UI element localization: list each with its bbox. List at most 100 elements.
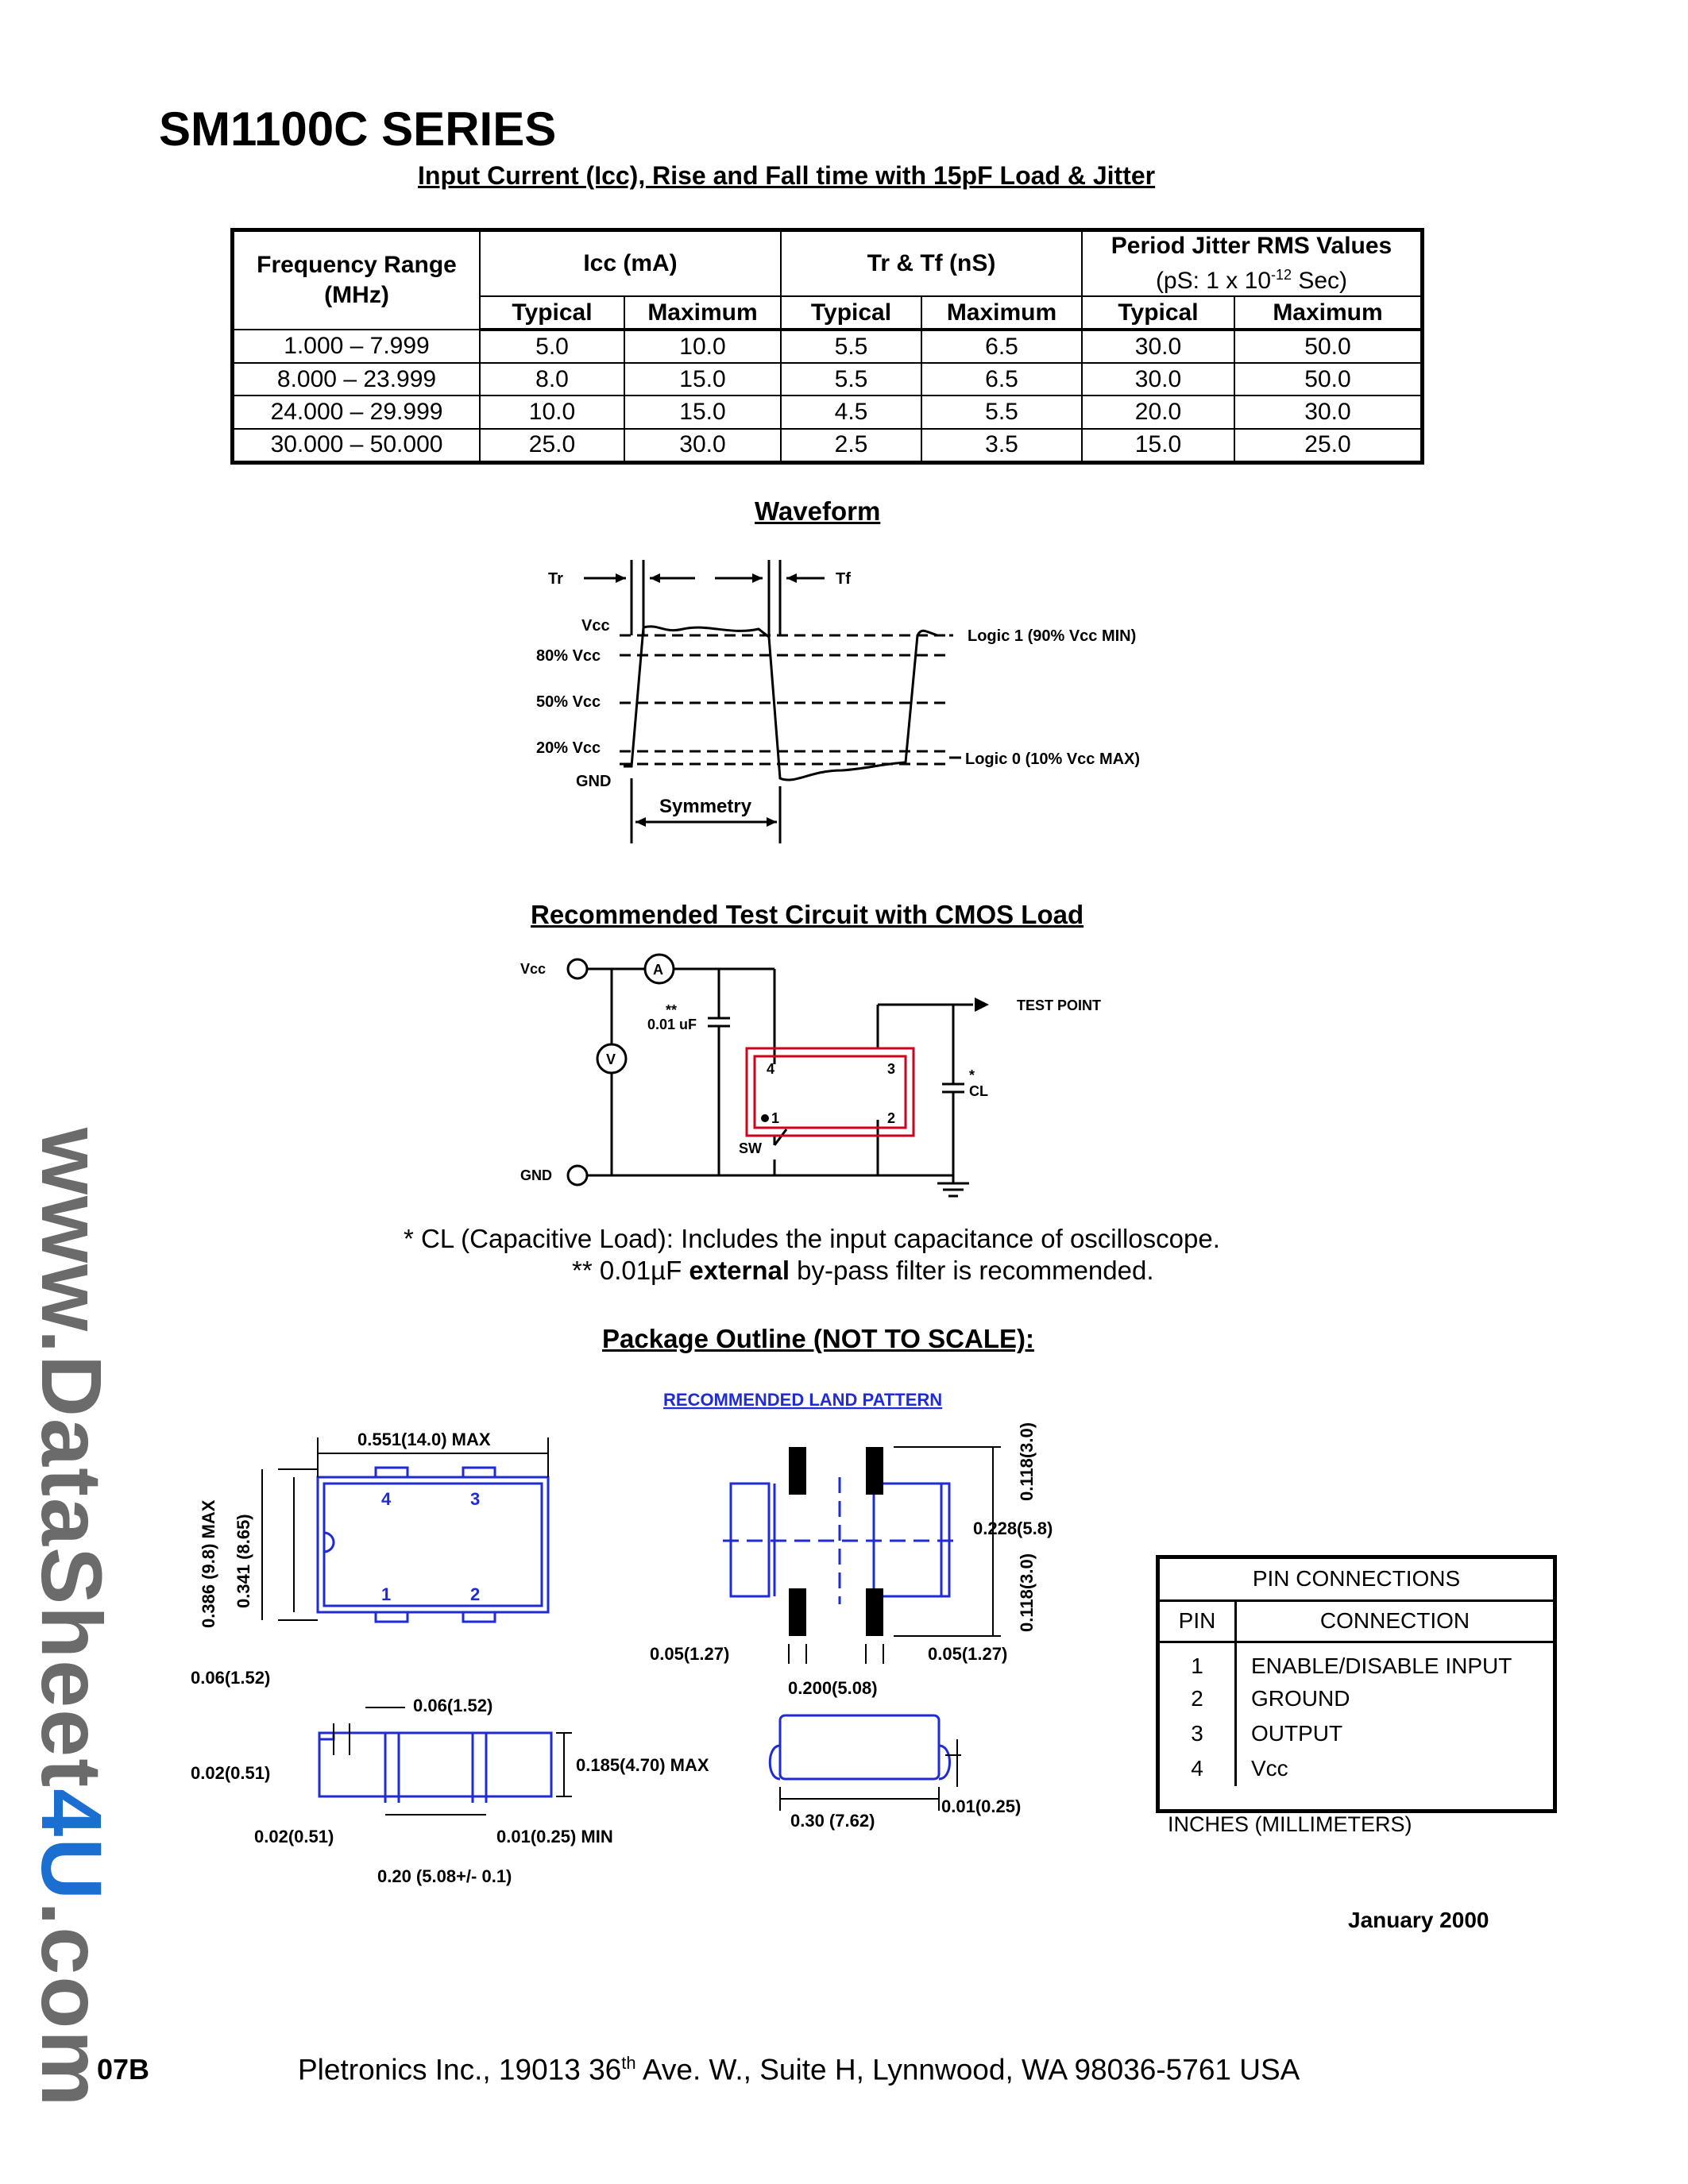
logic0-label: Logic 0 (10% Vcc MAX) — [965, 751, 1140, 768]
col-trtf-maximum: Maximum — [921, 295, 1083, 331]
dim-width: 0.341 (8.65) — [234, 1514, 253, 1608]
cell-icc-typical: 25.0 — [479, 427, 625, 464]
cell-trtf-typical: 5.5 — [780, 328, 922, 365]
dim-pad-left: 0.06(1.52) — [191, 1668, 270, 1688]
watermark: www.DataSheet4U.com — [24, 1128, 120, 2108]
page-title: SM1100C SERIES — [159, 102, 557, 156]
cell-icc-typical: 10.0 — [479, 395, 625, 430]
pin-number: 3 — [1160, 1716, 1237, 1751]
pin-connection: ENABLE/DISABLE INPUT — [1251, 1653, 1512, 1679]
cell-icc-max: 30.0 — [624, 427, 782, 464]
col-icc-typical: Typical — [479, 295, 625, 331]
date: January 2000 — [1348, 1908, 1489, 1932]
cell-trtf-max: 6.5 — [921, 328, 1083, 365]
ic-pin1: 1 — [771, 1110, 779, 1126]
cap-mark: ** — [666, 1002, 677, 1018]
circuit-title: Recommended Test Circuit with CMOS Load — [531, 900, 1084, 929]
pin-connection: OUTPUT — [1251, 1721, 1343, 1746]
col-frequency-range: Frequency Range(MHz) — [231, 229, 481, 330]
pin-number: 4 — [1160, 1751, 1237, 1786]
cell-jitter-typical: 30.0 — [1081, 328, 1235, 365]
cap-label: 0.01 uF — [647, 1017, 697, 1032]
note-bypass-filter: ** 0.01µF external by-pass filter is rec… — [572, 1256, 1154, 1285]
switch-label: SW — [739, 1140, 762, 1156]
cell-jitter-typical: 15.0 — [1081, 427, 1235, 464]
col-trtf-typical: Typical — [780, 295, 922, 331]
cell-frequency: 30.000 – 50.000 — [231, 427, 481, 464]
package-title: Package Outline (NOT TO SCALE): — [602, 1324, 1034, 1353]
cell-frequency: 8.000 – 23.999 — [231, 362, 481, 397]
gnd-label: GND — [576, 773, 611, 790]
logic1-label: Logic 1 (90% Vcc MIN) — [968, 627, 1136, 645]
cell-jitter-max: 50.0 — [1234, 328, 1423, 365]
cell-icc-typical: 5.0 — [479, 328, 625, 365]
table-row: 4 Vcc — [1160, 1751, 1553, 1786]
tr-label: Tr — [548, 570, 563, 588]
v20-label: 20% Vcc — [536, 739, 601, 757]
table-row: 30.000 – 50.000 25.0 30.0 2.5 3.5 15.0 2… — [231, 427, 1423, 464]
voltmeter-label: V — [606, 1051, 616, 1067]
note-capacitive-load: * CL (Capacitive Load): Includes the inp… — [404, 1224, 1220, 1253]
pin-connections-title: PIN CONNECTIONS — [1160, 1559, 1553, 1602]
v80-label: 80% Vcc — [536, 647, 601, 665]
col-icc-maximum: Maximum — [624, 295, 782, 331]
units-note: INCHES (MILLIMETERS) — [1168, 1812, 1412, 1836]
table-row: 24.000 – 29.999 10.0 15.0 4.5 5.5 20.0 3… — [231, 395, 1423, 430]
ic-pin4: 4 — [767, 1061, 774, 1077]
table-row: 2 GROUND — [1160, 1681, 1553, 1716]
document-code: 07B — [97, 2053, 150, 2086]
footer-address: Pletronics Inc., 19013 36th Ave. W., Sui… — [298, 2053, 1300, 2086]
circuit-vcc-label: Vcc — [520, 961, 546, 977]
land-pitch: 0.200(5.08) — [788, 1678, 878, 1698]
dim-lead: 0.02(0.51) — [191, 1763, 270, 1783]
cell-trtf-max: 3.5 — [921, 427, 1083, 464]
v50-label: 50% Vcc — [536, 693, 601, 711]
cell-icc-max: 15.0 — [624, 395, 782, 430]
table-row: 3 OUTPUT — [1160, 1716, 1553, 1751]
land-span: 0.228(5.8) — [973, 1518, 1053, 1538]
land-pad-height-top: 0.118(3.0) — [1017, 1422, 1037, 1501]
pin-connections-table: PIN CONNECTIONS PIN CONNECTION 1 ENABLE/… — [1156, 1555, 1557, 1813]
pin-connection: GROUND — [1251, 1686, 1350, 1711]
icc-table-title: Input Current (Icc), Rise and Fall time … — [418, 161, 1156, 190]
cell-trtf-typical: 4.5 — [780, 395, 922, 430]
land-pattern-title: RECOMMENDED LAND PATTERN — [663, 1390, 942, 1410]
side-width: 0.30 (7.62) — [790, 1811, 875, 1831]
cell-jitter-max: 30.0 — [1234, 395, 1423, 430]
package-outline-drawing: 0.551(14.0) MAX 0.386 (9.8) MAX 0.341 (8… — [191, 1390, 1053, 1886]
watermark-text-post: .com — [24, 1901, 120, 2109]
symmetry-label: Symmetry — [659, 796, 752, 817]
cell-frequency: 24.000 – 29.999 — [231, 395, 481, 430]
waveform-diagram: Tr Tf Vcc 80% Vcc 50% Vcc 20% Vcc GND Lo… — [536, 560, 1140, 843]
cell-jitter-max: 50.0 — [1234, 362, 1423, 397]
waveform-title: Waveform — [755, 496, 881, 526]
top-pin3: 3 — [470, 1489, 480, 1509]
cell-trtf-max: 5.5 — [921, 395, 1083, 430]
cell-icc-typical: 8.0 — [479, 362, 625, 397]
side-clearance: 0.01(0.25) — [941, 1796, 1021, 1816]
dim-pad-right: 0.06(1.52) — [413, 1696, 492, 1715]
ic-pin2: 2 — [887, 1110, 895, 1126]
table-row: 1.000 – 7.999 5.0 10.0 5.5 6.5 30.0 50.0 — [231, 328, 1423, 365]
table-row: 1 ENABLE/DISABLE INPUT — [1160, 1642, 1553, 1681]
vcc-label: Vcc — [581, 617, 610, 635]
table-row: 8.000 – 23.999 8.0 15.0 5.5 6.5 30.0 50.… — [231, 362, 1423, 397]
dim-pitch: 0.20 (5.08+/- 0.1) — [377, 1866, 512, 1886]
cell-jitter-typical: 30.0 — [1081, 362, 1235, 397]
col-pin: PIN — [1160, 1600, 1237, 1643]
pin-connection: Vcc — [1251, 1756, 1288, 1781]
cell-jitter-max: 25.0 — [1234, 427, 1423, 464]
tf-label: Tf — [836, 570, 851, 588]
col-trtf: Tr & Tf (nS) — [780, 229, 1083, 297]
cell-icc-max: 10.0 — [624, 328, 782, 365]
dim-standoff: 0.01(0.25) MIN — [496, 1827, 613, 1846]
cell-jitter-typical: 20.0 — [1081, 395, 1235, 430]
cell-trtf-typical: 5.5 — [780, 362, 922, 397]
dim-length: 0.551(14.0) MAX — [357, 1430, 491, 1449]
col-jitter: Period Jitter RMS Values (pS: 1 x 10-12 … — [1081, 229, 1423, 297]
col-connection: CONNECTION — [1235, 1600, 1553, 1643]
cl-label: CL — [969, 1083, 988, 1099]
top-pin2: 2 — [470, 1584, 480, 1604]
land-pad-width-right: 0.05(1.27) — [928, 1644, 1007, 1664]
col-icc: Icc (mA) — [479, 229, 782, 297]
